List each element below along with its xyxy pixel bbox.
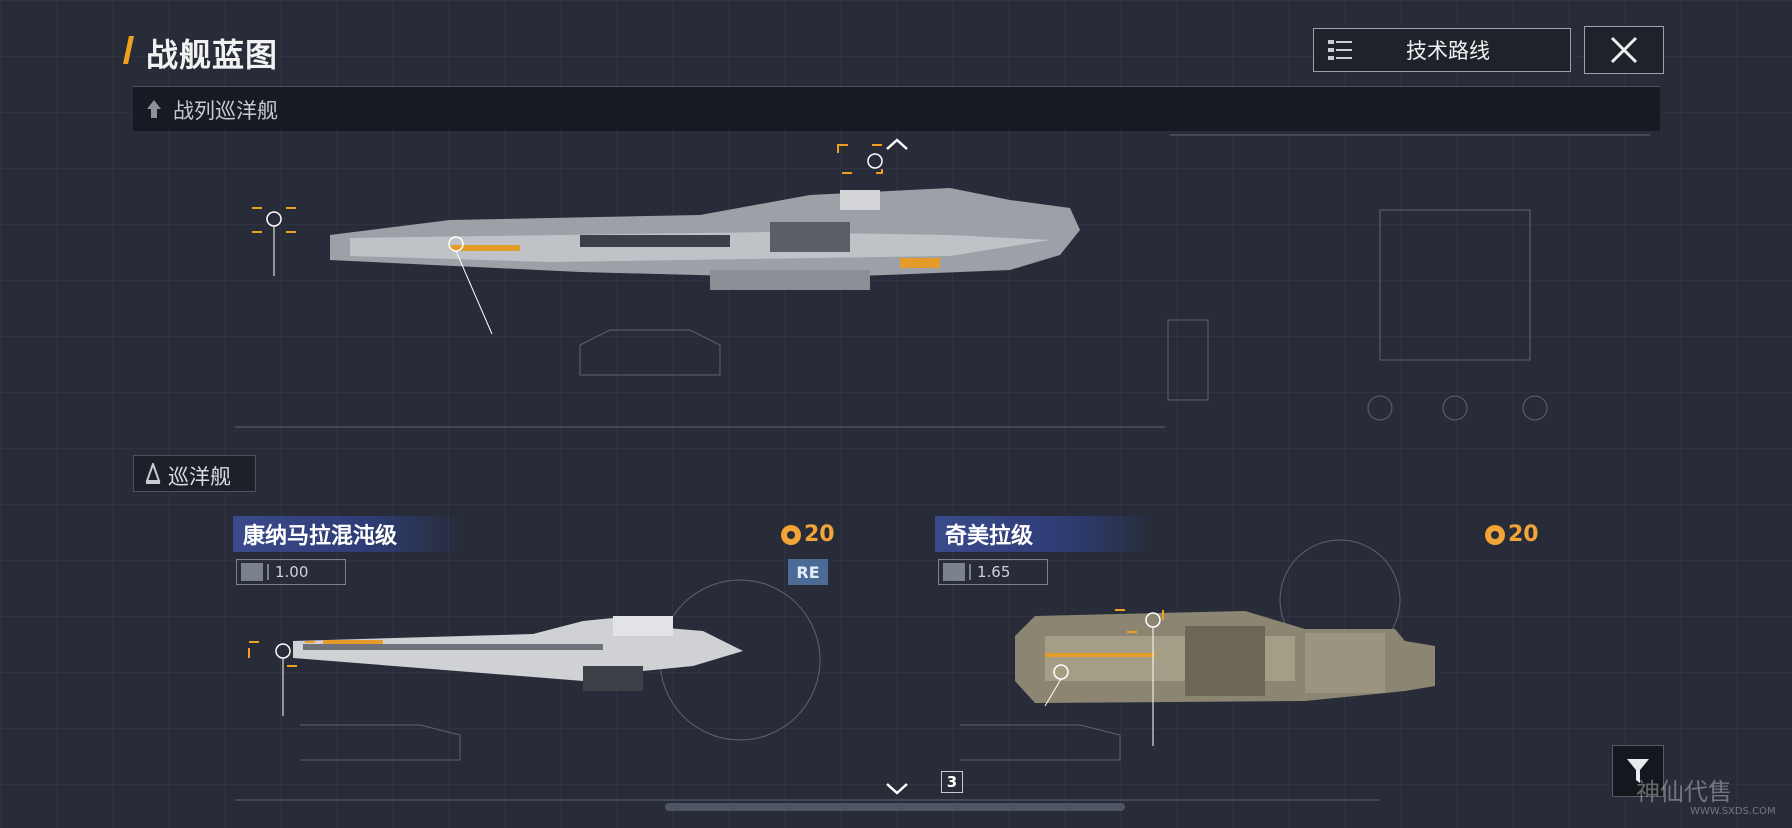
coin-icon bbox=[781, 524, 801, 545]
stat-separator bbox=[267, 564, 269, 580]
ship-image bbox=[293, 616, 743, 691]
watermark-text: 神仙代售 bbox=[1636, 778, 1732, 806]
ship-card[interactable]: 康纳马拉混沌级 20 1.00 bbox=[233, 516, 835, 786]
chevron-down-icon[interactable] bbox=[884, 781, 910, 797]
stat-separator bbox=[969, 564, 971, 580]
ship-stat: 1.00 bbox=[236, 559, 346, 585]
ship-name: 康纳马拉混沌级 bbox=[233, 516, 463, 552]
stat-icon bbox=[943, 563, 965, 581]
section-header-cruiser: 巡洋舰 bbox=[133, 455, 256, 492]
close-icon bbox=[1610, 36, 1638, 64]
ship-battlecruiser[interactable] bbox=[250, 160, 1080, 330]
close-button[interactable] bbox=[1584, 26, 1664, 74]
battlecruiser-rank-icon bbox=[147, 100, 161, 118]
battlecruiser-image bbox=[330, 188, 1080, 290]
horizontal-scrollbar[interactable] bbox=[665, 803, 1125, 811]
section-label: 巡洋舰 bbox=[168, 465, 231, 489]
ship-markers bbox=[248, 641, 318, 716]
re-badge: RE bbox=[788, 559, 828, 585]
ship-stat: 1.65 bbox=[938, 559, 1048, 585]
ship-image bbox=[1015, 611, 1435, 703]
filter-icon bbox=[1627, 759, 1649, 783]
ship-card[interactable]: 奇美拉级 20 1.65 bbox=[935, 516, 1539, 786]
ship-markers bbox=[1044, 609, 1164, 746]
page-indicator: 3 bbox=[941, 771, 963, 793]
ship-name: 奇美拉级 bbox=[935, 516, 1155, 552]
section-header-battlecruiser: 战列巡洋舰 bbox=[133, 86, 1660, 131]
stat-icon bbox=[241, 563, 263, 581]
section-label: 战列巡洋舰 bbox=[173, 99, 278, 123]
chevron-up-icon[interactable] bbox=[884, 136, 910, 152]
ship-cost: 20 bbox=[1485, 522, 1539, 547]
cruiser-rank-icon bbox=[145, 463, 161, 484]
list-tree-icon bbox=[1328, 40, 1352, 60]
ship-cost: 20 bbox=[781, 522, 835, 547]
tech-route-button[interactable]: 技术路线 bbox=[1313, 28, 1571, 72]
filter-button[interactable] bbox=[1612, 745, 1664, 797]
ship-markers-battlecruiser bbox=[251, 144, 883, 335]
coin-icon bbox=[1485, 524, 1505, 545]
page-title: 战舰蓝图 bbox=[146, 36, 279, 74]
watermark-url: WWW.SXDS.COM bbox=[1690, 806, 1776, 817]
tech-route-label: 技术路线 bbox=[1406, 39, 1490, 63]
